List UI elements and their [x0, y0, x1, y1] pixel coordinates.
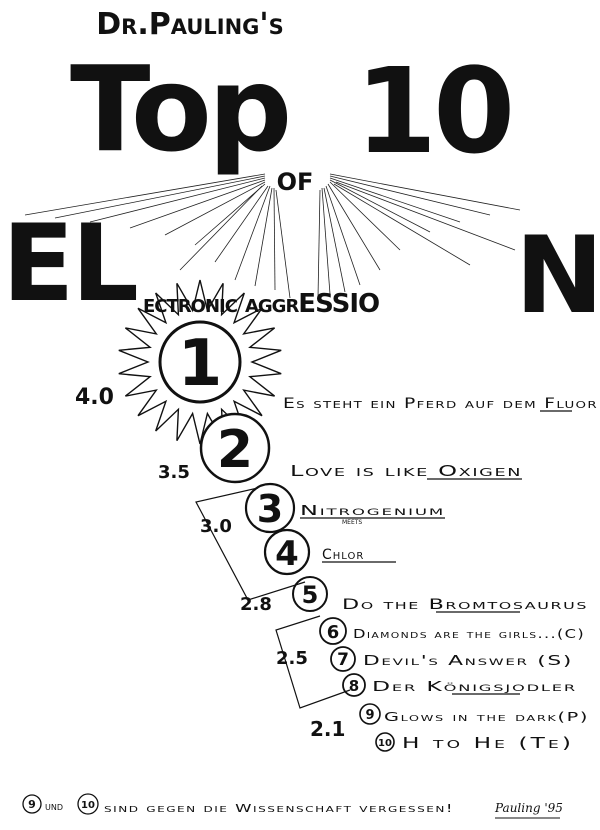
score-5: 2.8	[240, 594, 272, 615]
title-1: Es steht ein Pferd auf dem Fluor	[283, 396, 598, 412]
score-6: 2.5	[276, 648, 308, 669]
song-titles: Es steht ein Pferd auf dem Fluor Love is…	[283, 396, 598, 752]
title-7: Devil's Answer (S)	[363, 654, 573, 669]
signature: Pauling '95	[494, 801, 563, 815]
rank-8: 8	[342, 673, 366, 697]
rank-9: 9	[359, 703, 381, 725]
footer-circle-b: 10	[81, 800, 95, 811]
title-underlines	[300, 410, 572, 695]
title-10: H to He (Te)	[402, 734, 574, 752]
rank-10: 10	[375, 732, 395, 752]
title-3: Nitrogenium	[300, 504, 445, 519]
title-el: EL	[2, 202, 136, 325]
rank-1-number: 1	[178, 327, 223, 401]
rank-2: 2	[199, 412, 271, 484]
score-9: 2.1	[310, 717, 345, 741]
title-top: Top	[70, 40, 288, 178]
rank-6: 6	[319, 617, 347, 645]
subtitle-3: meets	[342, 517, 362, 526]
rank-5: 5	[292, 576, 328, 612]
footer-circle-a: 9	[28, 798, 36, 811]
tie-brackets	[195, 487, 351, 709]
byline: Dr.Pauling's	[96, 7, 283, 42]
rank-1: 1	[158, 320, 242, 404]
rank-6-number: 6	[327, 622, 340, 643]
rank-3-number: 3	[257, 487, 283, 531]
rank-7-number: 7	[337, 650, 349, 670]
title-5: Do the Bromtosaurus	[342, 597, 588, 613]
footer-note: 9 und 10 sind gegen die Wissenschaft ver…	[22, 793, 454, 815]
title-2: Love is like Oxigen	[290, 462, 522, 480]
score-2: 3.5	[158, 462, 190, 483]
rank-4: 4	[263, 528, 311, 576]
rank-8-number: 8	[349, 677, 359, 695]
title-4: Chlor	[322, 547, 364, 563]
title-of: of	[277, 159, 314, 199]
title-number: 10	[355, 42, 511, 180]
rank-7: 7	[330, 646, 356, 672]
rank-4-number: 4	[275, 534, 299, 574]
footer-and: und	[45, 800, 63, 813]
rank-3: 3	[244, 482, 296, 534]
title-8: Der Königsjodler	[372, 680, 577, 695]
rank-2-number: 2	[217, 420, 253, 480]
rank-10-number: 10	[378, 738, 392, 749]
title-n: N	[515, 214, 600, 337]
rank-5-number: 5	[302, 581, 319, 609]
rank-9-number: 9	[365, 708, 374, 723]
title-9: Glows in the dark(P)	[384, 710, 589, 724]
footer-text: sind gegen die Wissenschaft vergessen!	[104, 802, 454, 815]
score-1: 4.0	[75, 385, 114, 410]
title-6: Diamonds are the girls...(C)	[353, 627, 585, 641]
score-3: 3.0	[200, 516, 232, 537]
connector-web	[24, 173, 521, 299]
